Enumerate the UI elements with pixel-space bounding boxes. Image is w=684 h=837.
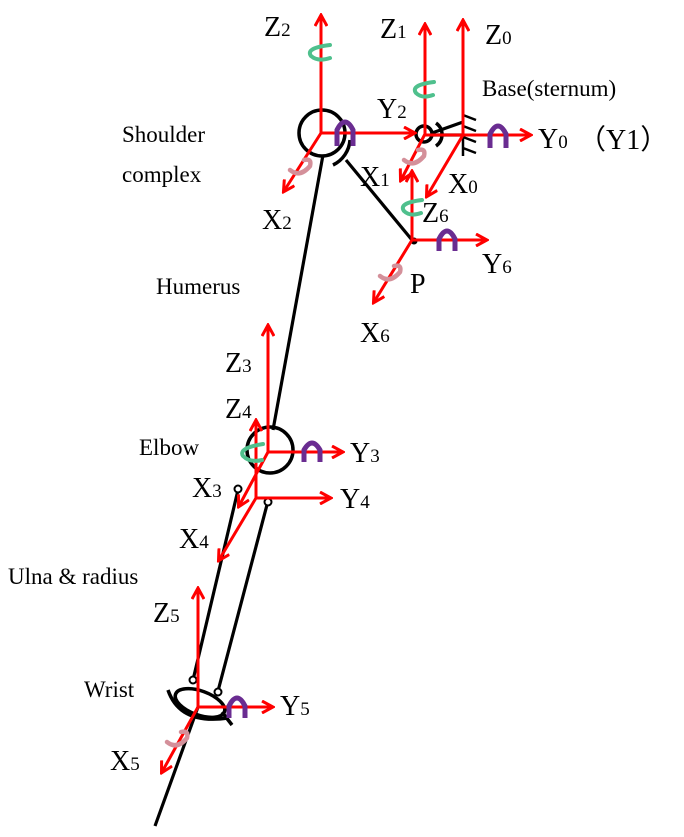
clavicle-link: [344, 158, 414, 242]
label-y3: Y3: [350, 438, 380, 469]
wrist-joint: [173, 686, 227, 720]
label-y0: Y0: [538, 124, 568, 155]
ulna-top-pin: [233, 484, 243, 494]
x2-axis: [284, 132, 323, 191]
x1-rotation-icon: [401, 147, 427, 166]
y6-rotation-icon: [436, 228, 458, 251]
label-humerus: Humerus: [156, 274, 240, 299]
label-z4: Z4: [225, 394, 252, 425]
part-labels: Base(sternum) Shoulder complex Humerus P…: [8, 76, 616, 702]
x6-axis: [374, 239, 414, 302]
x2-rotation-icon: [287, 157, 313, 176]
label-z3: Z3: [225, 348, 252, 379]
radius-top-pin: [263, 497, 273, 507]
label-z1: Z1: [380, 14, 407, 45]
z1-rotation-icon: [412, 80, 436, 99]
label-x3: X3: [192, 473, 222, 504]
axis-labels: Z2 Z1 Z0 Y2 Y0 （Y1） X2 X1 X0 Z6 Y6 X6 Z3…: [110, 12, 668, 777]
elbow-joint: [245, 425, 295, 475]
wrist-socket-end: [220, 710, 234, 727]
label-wrist: Wrist: [84, 677, 135, 702]
radius-bottom-pin: [213, 687, 223, 697]
skeleton: [153, 120, 464, 827]
label-elbow: Elbow: [139, 435, 199, 460]
y2-rotation-icon: [334, 119, 356, 146]
label-y2: Y2: [377, 94, 407, 125]
shoulder-socket: [332, 139, 352, 167]
label-x4: X4: [179, 524, 209, 555]
radius-bone: [216, 500, 270, 692]
coordinate-axes: [162, 16, 530, 772]
x0-axis: [427, 134, 465, 196]
z6-rotation-icon: [400, 198, 424, 217]
label-y4: Y4: [340, 484, 370, 515]
label-y5: Y5: [280, 691, 310, 722]
label-z6: Z6: [422, 198, 449, 229]
y3-rotation-icon: [301, 440, 323, 462]
label-y6: Y6: [482, 249, 512, 280]
label-x6: X6: [360, 318, 390, 349]
label-z0: Z0: [485, 20, 512, 51]
label-x2: X2: [262, 205, 292, 236]
wrist-socket: [166, 689, 229, 721]
y0-rotation-icon: [487, 123, 509, 148]
x6-rotation-icon: [377, 263, 403, 282]
x5-axis: [162, 706, 200, 772]
label-z2: Z2: [264, 12, 291, 43]
base-link: [431, 120, 464, 135]
x4-axis: [219, 497, 258, 560]
label-ulna-radius: Ulna & radius: [8, 564, 138, 589]
label-point-p: P: [410, 269, 426, 300]
ulna-bone: [191, 489, 240, 681]
label-z5: Z5: [153, 598, 180, 629]
ulna-bottom-pin: [188, 675, 198, 685]
y5-rotation-icon: [226, 695, 248, 718]
label-y1-paren: （Y1）: [578, 124, 668, 156]
z2-rotation-icon: [307, 43, 332, 62]
humerus-bone: [271, 154, 325, 431]
label-x1: X1: [360, 162, 390, 193]
hand-line: [153, 706, 200, 827]
label-shoulder-line1: Shoulder: [122, 122, 205, 147]
x5-rotation-icon: [164, 729, 190, 748]
label-base-sternum: Base(sternum): [482, 76, 616, 101]
label-x0: X0: [448, 169, 478, 200]
label-shoulder-line2: complex: [122, 162, 202, 187]
z4-rotation-icon: [240, 442, 265, 463]
label-x5: X5: [110, 746, 140, 777]
rotation-symbols: [164, 43, 509, 748]
